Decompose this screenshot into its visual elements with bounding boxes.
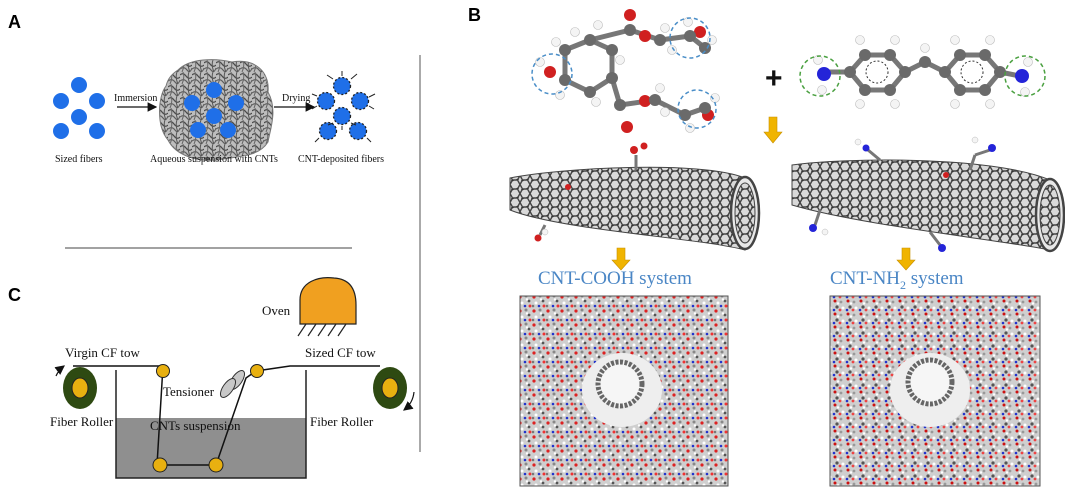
tensioner-icon [219, 370, 246, 398]
cnts-suspension-label: CNTs suspension [150, 418, 241, 433]
amine-molecule [799, 35, 1046, 109]
cnt-cooh-nanotube [509, 142, 761, 251]
suspension-label: Aqueous suspension with CNTs [150, 154, 278, 165]
drying-label: Drying [282, 93, 311, 104]
fiber-roller-left-label: Fiber Roller [50, 414, 114, 429]
panel-label-b: B [468, 5, 481, 25]
sized-cf-tow-label: Sized CF tow [305, 345, 376, 360]
cnt-cooh-system-label: CNT-COOH system [538, 268, 692, 289]
oven-icon [297, 277, 357, 337]
cnt-deposited-label: CNT-deposited fibers [298, 154, 385, 165]
cnt-cooh-simulation-box [519, 295, 729, 487]
fiber-roller-left-icon [54, 365, 97, 409]
tensioner-label: Tensioner [163, 384, 215, 399]
fiber-roller-right-label: Fiber Roller [310, 414, 374, 429]
fiber-roller-right-icon [373, 367, 415, 411]
sized-fibers-label: Sized fibers [55, 154, 103, 165]
cnt-nh2-simulation-box [829, 295, 1041, 487]
suspension-fibers-group [184, 82, 244, 138]
sized-fibers-group [53, 77, 105, 139]
bath-container [115, 370, 307, 479]
yellow-down-arrows [611, 116, 916, 271]
plus-sign: + [765, 62, 783, 95]
epoxy-molecule [531, 9, 720, 133]
immersion-label: Immersion [114, 93, 158, 104]
nh2-subscript: 2 [900, 277, 907, 292]
virgin-cf-tow-label: Virgin CF tow [65, 345, 140, 360]
guide-rollers [152, 364, 264, 473]
panel-label-a: A [8, 12, 21, 32]
cnt-nh2-nanotube [791, 136, 1065, 253]
cnt-deposited-fibers-group [311, 71, 376, 143]
cnt-nh2-system-label: CNT-NH2 system [830, 268, 964, 293]
oven-label: Oven [262, 303, 291, 318]
nh2-prefix: CNT-NH [830, 268, 901, 289]
nh2-suffix: system [906, 268, 964, 289]
panel-label-c: C [8, 285, 21, 305]
carbon-fiber-tow [73, 365, 380, 466]
